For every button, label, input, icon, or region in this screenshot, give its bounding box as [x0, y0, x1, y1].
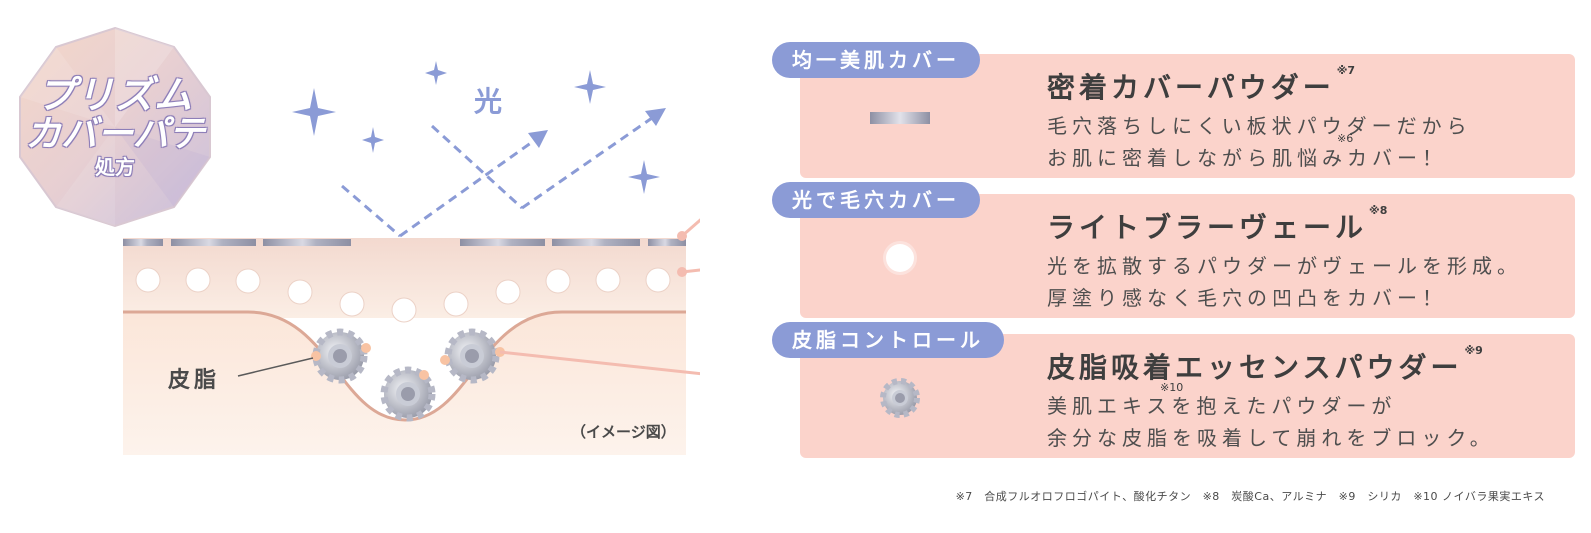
feature-tag-3: 皮脂コントロール [772, 322, 1004, 358]
badge-text: プリズム カバーパテ 処方 [10, 22, 220, 232]
gear-powder-3 [444, 328, 500, 384]
gear-powder-2 [380, 366, 436, 422]
feature-2-line-1: 光を拡散するパウダーがヴェールを形成。 [1047, 254, 1522, 278]
feature-1-line-2: お肌に密着しながら肌悩みカバー！ [1047, 146, 1447, 170]
feature-tag-1: 均一美肌カバー [772, 42, 980, 78]
gear-powder-icon [880, 378, 920, 418]
skin-diagram-graphic [123, 61, 700, 455]
feature-title-3: 皮脂吸着エッセンスパウダー※9 [1047, 344, 1483, 386]
plate-powder-layer [123, 239, 686, 246]
ingredient-footnote: ※7 合成フルオロフロゴパイト、酸化チタン ※8 炭酸Ca、アルミナ ※9 シリ… [955, 490, 1545, 503]
sparkle-icons [292, 61, 660, 194]
feature-3-note: ※10 [1160, 381, 1184, 394]
badge-line-3: 処方 [95, 155, 135, 180]
sebum-label: 皮脂 [168, 368, 221, 393]
image-note: （イメージ図） [571, 423, 676, 441]
sebum-dots [311, 343, 505, 380]
feature-row-1: 密着カバーパウダー※7 毛穴落ちしにくい板状パウダーだから お肌に密着しながら肌… [772, 42, 1575, 178]
badge-decagon-shape [19, 26, 211, 228]
badge-line-1: プリズム [36, 72, 193, 117]
feature-3-line-1: 美肌エキスを抱えたパウダーが [1047, 394, 1397, 418]
skin-lower-layer [123, 312, 686, 455]
feature-1-line-1: 毛穴落ちしにくい板状パウダーだから [1047, 114, 1472, 138]
pore-outline [123, 310, 686, 422]
light-label: 光 [474, 85, 503, 118]
connector-dots [677, 231, 687, 277]
feature-2-line-2: 厚塗り感なく毛穴の凹凸をカバー！ [1047, 286, 1447, 310]
connector-lines [499, 218, 700, 376]
feature-row-2: ライトブラーヴェール※8 光を拡散するパウダーがヴェールを形成。 厚塗り感なく毛… [772, 182, 1575, 318]
feature-title-2-text: ライトブラーヴェール [1047, 211, 1368, 244]
feature-title-2: ライトブラーヴェール※8 [1047, 204, 1388, 246]
sphere-powder-layer [135, 267, 671, 323]
feature-title-3-text: 皮脂吸着エッセンスパウダー [1047, 351, 1463, 384]
sphere-powder-icon [883, 241, 917, 275]
gear-powder-1 [312, 328, 368, 384]
sebum-pointer-line [237, 357, 314, 377]
feature-title-1-text: 密着カバーパウダー [1047, 71, 1335, 104]
feature-title-1: 密着カバーパウダー※7 [1047, 64, 1356, 106]
light-arrowheads [528, 108, 666, 148]
feature-tag-2: 光で毛穴カバー [772, 182, 980, 218]
badge-line-2: カバーパテ [25, 113, 205, 155]
light-rays [341, 116, 653, 238]
feature-3-line-2: 余分な皮脂を吸着して崩れをブロック。 [1047, 426, 1495, 450]
feature-title-2-note: ※8 [1369, 204, 1388, 217]
prism-badge: プリズム カバーパテ 処方 [10, 22, 220, 232]
skin-diagram: 光 皮脂 （イメージ図） [0, 0, 700, 533]
feature-row-3: 皮脂吸着エッセンスパウダー※9 ※10 美肌エキスを抱えたパウダーが 余分な皮脂… [772, 322, 1575, 458]
plate-powder-icon [870, 112, 930, 124]
feature-title-1-note: ※7 [1336, 64, 1356, 77]
feature-1-note: ※6 [1337, 132, 1354, 145]
feature-title-3-note: ※9 [1464, 344, 1483, 357]
